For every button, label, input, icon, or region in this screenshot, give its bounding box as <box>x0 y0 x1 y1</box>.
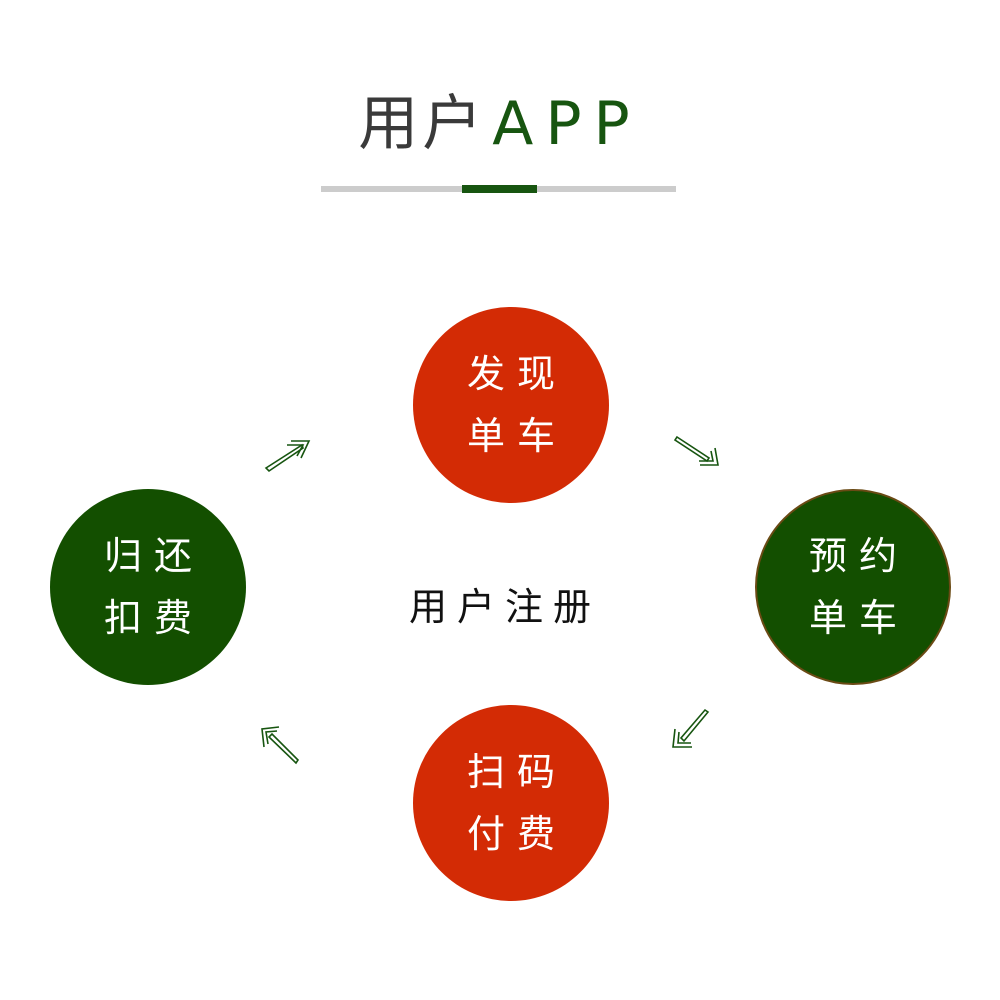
arrow-down-left-icon <box>672 708 710 748</box>
node-label-line2: 付费 <box>466 812 567 856</box>
node-reserve-bike: 预约 单车 <box>755 489 951 685</box>
node-scan-pay: 扫码 付费 <box>413 705 609 901</box>
arrow-up-left-icon <box>261 726 300 765</box>
arrow-down-right-icon <box>673 435 719 466</box>
node-discover-bike: 发现 单车 <box>413 307 609 503</box>
arrow-up-right-icon <box>264 440 311 473</box>
node-label-line1: 扫码 <box>466 750 567 794</box>
node-label-line2: 单车 <box>466 414 567 458</box>
title-chinese: 用户 <box>358 89 487 159</box>
node-label-line1: 归还 <box>103 534 204 578</box>
node-label-line1: 发现 <box>466 352 567 396</box>
center-label: 用户注册 <box>408 585 601 629</box>
node-return-charge: 归还 扣费 <box>50 489 246 685</box>
title-app: APP <box>492 89 642 159</box>
title-underline <box>321 185 676 193</box>
node-label-line2: 扣费 <box>103 596 204 640</box>
title-underline-accent <box>462 185 537 193</box>
node-label-line1: 预约 <box>808 534 909 578</box>
node-label-line2: 单车 <box>808 596 909 640</box>
